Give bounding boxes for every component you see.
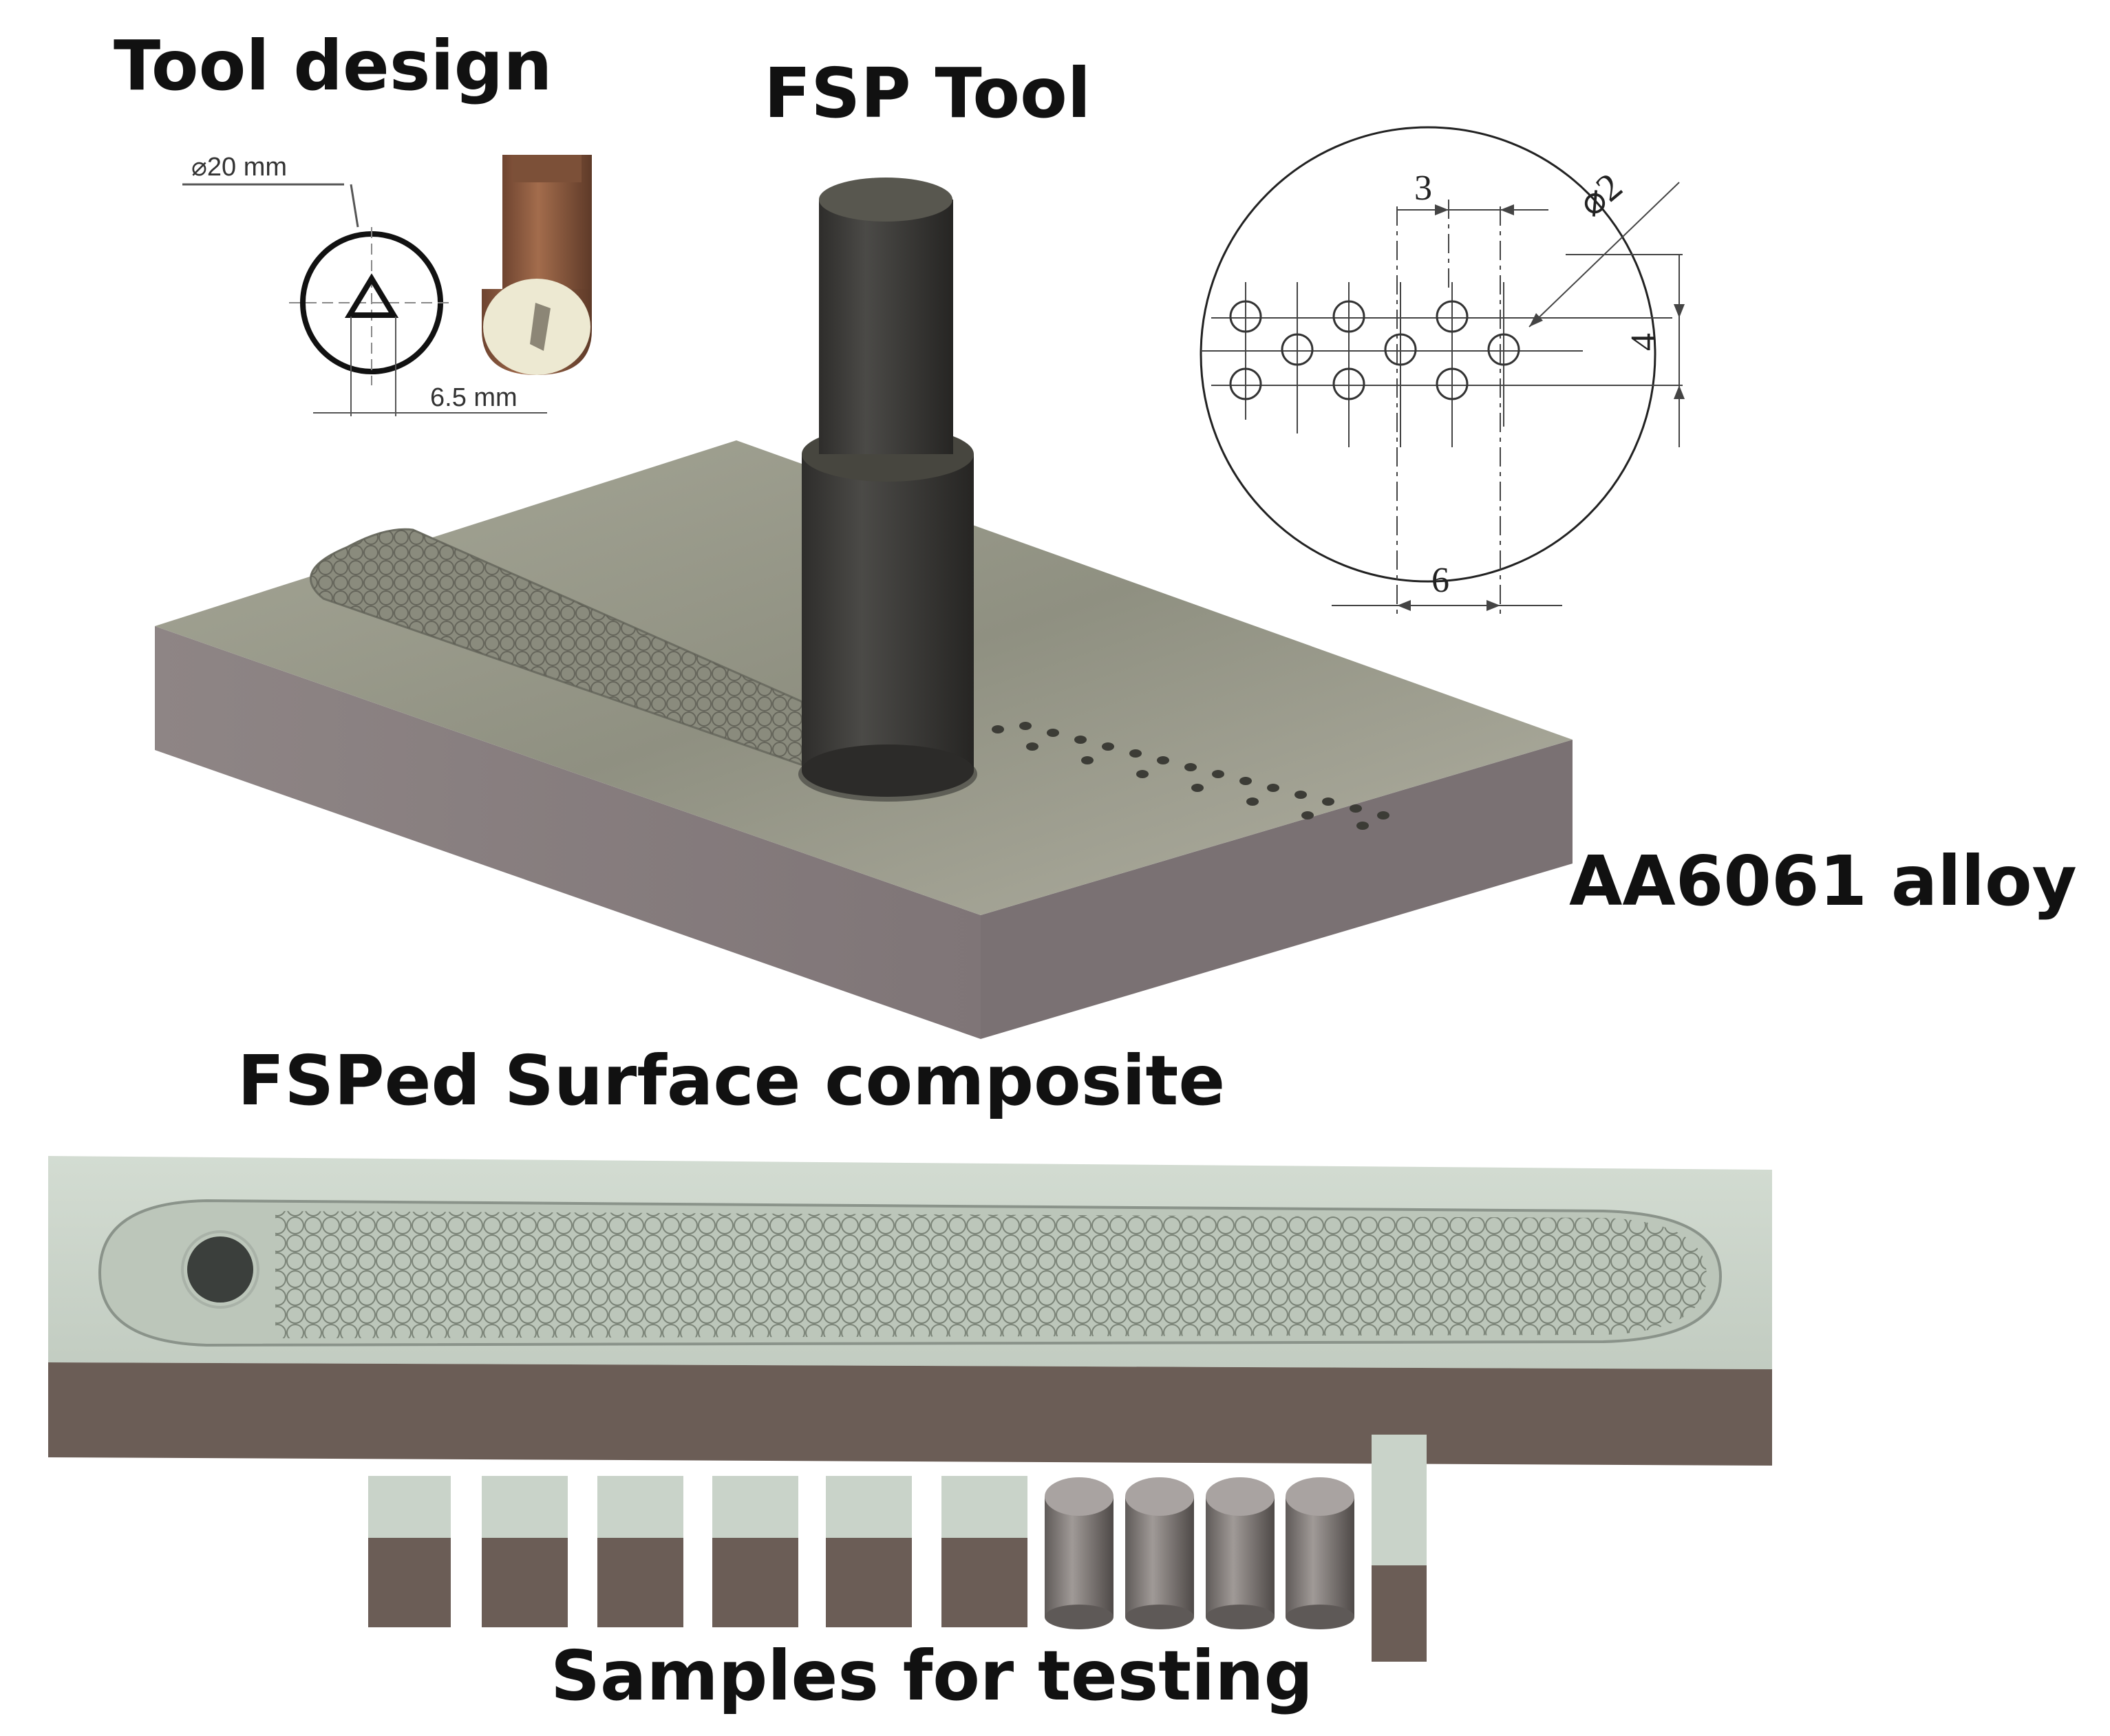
block-sample	[482, 1476, 568, 1627]
fsped-composite-title: FSPed Surface composite	[237, 1040, 1225, 1121]
tool-design-drawing: ⌀20 mm 6.5 mm	[182, 153, 592, 416]
triangular-pin-icon	[344, 273, 399, 318]
block-sample	[368, 1476, 451, 1627]
hole	[1281, 333, 1314, 366]
tool-design-title: Tool design	[114, 25, 552, 106]
hole	[1487, 333, 1520, 366]
spacing-dimension: 3	[1414, 169, 1432, 208]
cylinder-sample	[1045, 1477, 1113, 1629]
hole-diameter-dimension: ⌀2	[1570, 165, 1630, 225]
hole	[1332, 300, 1365, 333]
composite-side	[48, 1362, 1772, 1466]
pin-size-dimension: 6.5 mm	[430, 383, 518, 412]
hole-pattern-circle	[1200, 126, 1656, 583]
samples-title: Samples for testing	[551, 1636, 1313, 1716]
fsped-composite-render	[48, 1156, 1772, 1466]
block-sample	[712, 1476, 798, 1627]
cylinder-sample	[1286, 1477, 1354, 1629]
plate-end	[981, 740, 1573, 1039]
block-sample	[826, 1476, 912, 1627]
hole	[1384, 333, 1417, 366]
pitch-dimension: 6	[1431, 561, 1449, 600]
row-spacing-dimension: 4	[1624, 333, 1663, 351]
tool-render-image	[482, 155, 592, 375]
hole	[1229, 300, 1262, 333]
hole	[1229, 367, 1262, 400]
fsp-tool-render	[798, 178, 977, 802]
cylinder-sample	[1125, 1477, 1194, 1629]
test-samples	[368, 1435, 1427, 1662]
shoulder-diameter-dimension: ⌀20 mm	[191, 153, 287, 182]
aa6061-plate-render	[155, 178, 1573, 1039]
hole-pattern-drawing: 3 ⌀2 4 6	[1200, 126, 1685, 619]
hole	[1332, 367, 1365, 400]
cylinder-sample	[1206, 1477, 1275, 1629]
hole	[1436, 367, 1469, 400]
exit-hole	[187, 1236, 253, 1303]
hole	[1436, 300, 1469, 333]
tall-bar-sample	[1372, 1435, 1427, 1662]
block-sample	[597, 1476, 683, 1627]
drilled-holes-row	[992, 722, 1389, 830]
block-sample	[941, 1476, 1027, 1627]
fsp-tool-title: FSP Tool	[764, 53, 1091, 133]
alloy-label: AA6061 alloy	[1569, 841, 2077, 921]
plate-side	[155, 626, 981, 1039]
